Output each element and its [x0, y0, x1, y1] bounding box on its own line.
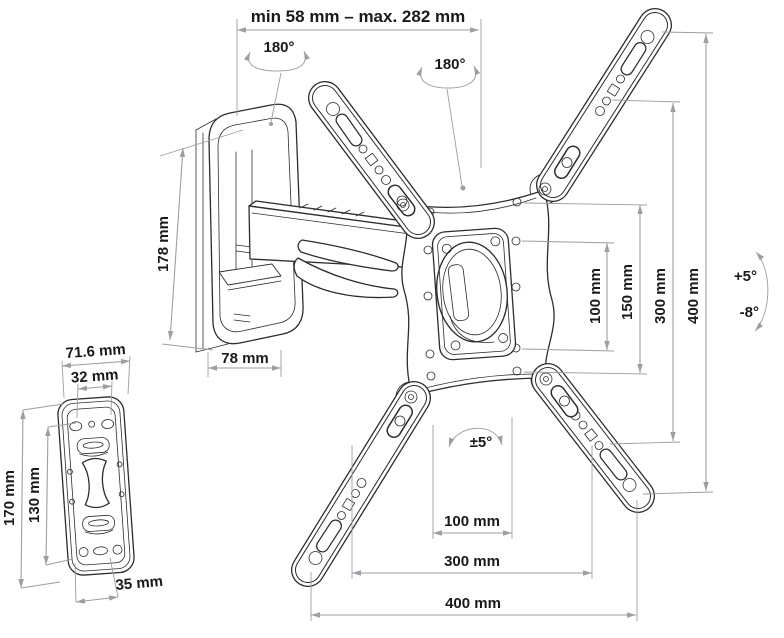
plate-width-label: 71.6 mm — [65, 341, 126, 362]
tilt-up-label: +5° — [734, 268, 757, 285]
vesa-v150-label: 150 mm — [619, 264, 636, 320]
swivel-right-label: 180° — [434, 56, 465, 73]
dim-vesa-v100: 100 mm — [521, 240, 615, 352]
wall-outline — [195, 118, 229, 353]
dim-vesa-v400: 400 mm — [642, 31, 714, 495]
dim-cover-width: 78 mm — [207, 350, 282, 377]
vesa-h400-label: 400 mm — [445, 595, 501, 612]
vesa-core — [431, 227, 517, 361]
arm-elbow-link — [297, 239, 399, 272]
bracket-arm-top-right — [536, 8, 672, 202]
dim-vesa-h400: 400 mm — [310, 500, 638, 621]
extension-range-label: min 58 mm – max. 282 mm — [251, 7, 466, 26]
plate-bottom-holes-label: 35 mm — [115, 573, 164, 594]
vesa-v400-label: 400 mm — [685, 268, 702, 324]
vesa-h100-label: 100 mm — [444, 513, 500, 530]
bracket-arm-bottom-left — [291, 381, 431, 587]
tilt-down-label: -8° — [740, 304, 759, 321]
bracket-arm-top-left — [308, 81, 435, 239]
dim-vesa-v150: 150 mm — [523, 202, 648, 375]
plate-height-label: 170 mm — [1, 470, 18, 526]
dim-swivel-left: 180° — [243, 39, 310, 126]
dim-vesa-v300: 300 mm — [609, 99, 681, 445]
dim-bracket-height: 178 mm — [155, 129, 244, 351]
dim-tilt: +5° -8° — [734, 251, 769, 332]
dim-plate-width: 71.6 mm — [61, 341, 131, 399]
vesa-h300-label: 300 mm — [444, 553, 500, 570]
dim-level-adjust: ±5° — [448, 427, 503, 451]
bracket-arm-bottom-right — [531, 363, 655, 513]
swivel-left-label: 180° — [263, 39, 294, 56]
dim-swivel-right: 180° — [416, 56, 481, 191]
vesa-v300-label: 300 mm — [652, 268, 669, 324]
dim-vesa-h100: 100 mm — [432, 417, 513, 539]
dimensions: min 58 mm – max. 282 mm 180° 180° 178 mm — [1, 7, 769, 621]
cover-width-label: 78 mm — [221, 350, 269, 367]
dim-plate-height: 170 mm — [1, 403, 64, 589]
dim-vesa-h300: 300 mm — [351, 445, 593, 579]
dim-plate-top-holes: 32 mm — [70, 366, 119, 419]
mount-arm — [248, 200, 427, 299]
plate-holes-vertical-label: 130 mm — [26, 467, 43, 523]
vesa-v100-label: 100 mm — [587, 268, 604, 324]
dim-plate-holes-vertical: 130 mm — [26, 422, 77, 566]
wall-plate-view — [57, 396, 135, 576]
dim-plate-bottom-holes: 35 mm — [74, 557, 164, 604]
dim-extension-range: min 58 mm – max. 282 mm — [236, 7, 482, 168]
corner-rivets — [396, 182, 553, 404]
main-view — [195, 8, 672, 587]
level-adjust-label: ±5° — [470, 434, 493, 451]
plate-top-holes-label: 32 mm — [70, 366, 119, 386]
bracket-height-label: 178 mm — [155, 216, 172, 272]
